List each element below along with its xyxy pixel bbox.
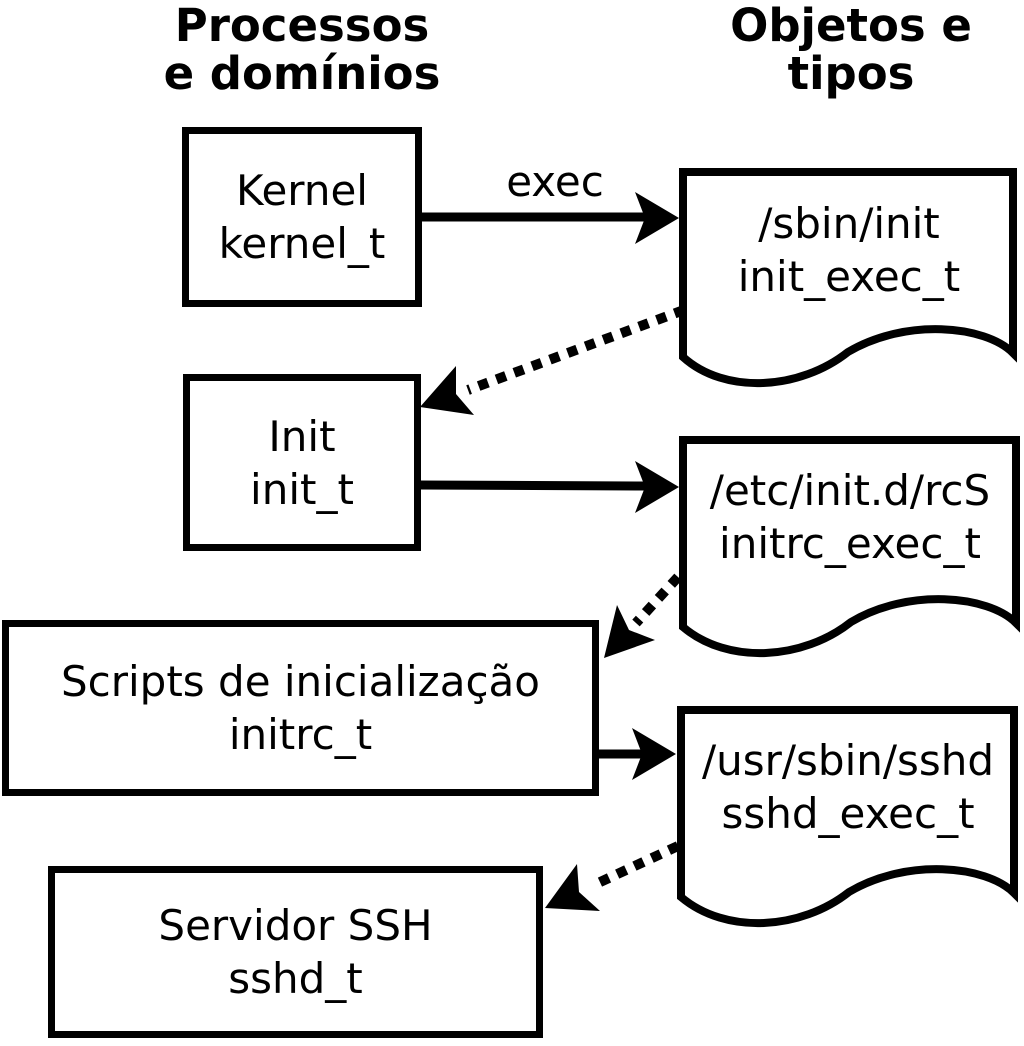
process-domain: initrc_t xyxy=(228,710,373,759)
process-box-ssh-server: Servidor SSH sshd_t xyxy=(48,866,543,1038)
column-header-processes-line1: Processos xyxy=(174,0,430,52)
object-type: init_exec_t xyxy=(737,252,961,301)
arrowhead xyxy=(635,461,679,513)
object-type: sshd_exec_t xyxy=(721,789,975,838)
process-domain: init_t xyxy=(250,464,354,514)
object-type: initrc_exec_t xyxy=(719,519,981,568)
column-header-objects-line2: tipos xyxy=(787,47,915,100)
process-label: Scripts de inicialização xyxy=(60,657,540,706)
column-header-processes: Processos e domínios xyxy=(88,2,516,98)
column-header-processes-line2: e domínios xyxy=(163,47,441,100)
process-domain: kernel_t xyxy=(218,219,386,268)
object-path: /sbin/init xyxy=(758,199,940,248)
column-header-objects-line1: Objetos e xyxy=(730,0,972,52)
process-label: Init xyxy=(268,411,336,461)
transition-arrow-sbin-init-to-init xyxy=(420,305,686,415)
arrowhead xyxy=(635,192,679,244)
transition-arrow-sshd-to-servidor xyxy=(545,841,681,911)
document-shape-usr-sbin-sshd xyxy=(677,706,1018,927)
exec-arrow-init-to-etc-initd-rcs xyxy=(417,461,679,513)
exec-arrow-kernel-to-sbin-init xyxy=(420,192,679,244)
document-shape-sbin-init xyxy=(679,168,1017,387)
arrowhead xyxy=(545,864,600,911)
exec-arrow-label: exec xyxy=(506,157,604,206)
document-text-etc-initd-rcs: /etc/init.d/rcS initrc_exec_t xyxy=(684,441,1016,593)
process-box-init: Init init_t xyxy=(183,374,421,551)
process-domain: sshd_t xyxy=(228,954,363,1003)
object-path: /usr/sbin/sshd xyxy=(701,736,995,785)
process-label: Servidor SSH xyxy=(158,901,433,950)
document-text-usr-sbin-sshd: /usr/sbin/sshd sshd_exec_t xyxy=(682,711,1014,863)
process-box-kernel: Kernel kernel_t xyxy=(182,127,422,307)
arrowhead xyxy=(420,366,474,415)
process-label: Kernel xyxy=(236,166,368,215)
object-path: /etc/init.d/rcS xyxy=(709,466,991,515)
transition-arrow-rcs-to-scripts xyxy=(604,573,682,658)
exec-arrow-scripts-to-usr-sbin-sshd xyxy=(594,728,676,780)
document-shape-etc-initd-rcs xyxy=(679,436,1020,657)
arrowhead xyxy=(632,728,676,780)
column-header-objects: Objetos e tipos xyxy=(641,2,1024,98)
process-box-init-scripts: Scripts de inicialização initrc_t xyxy=(2,620,599,796)
document-text-sbin-init: /sbin/init init_exec_t xyxy=(683,174,1015,326)
arrowhead xyxy=(604,605,655,658)
